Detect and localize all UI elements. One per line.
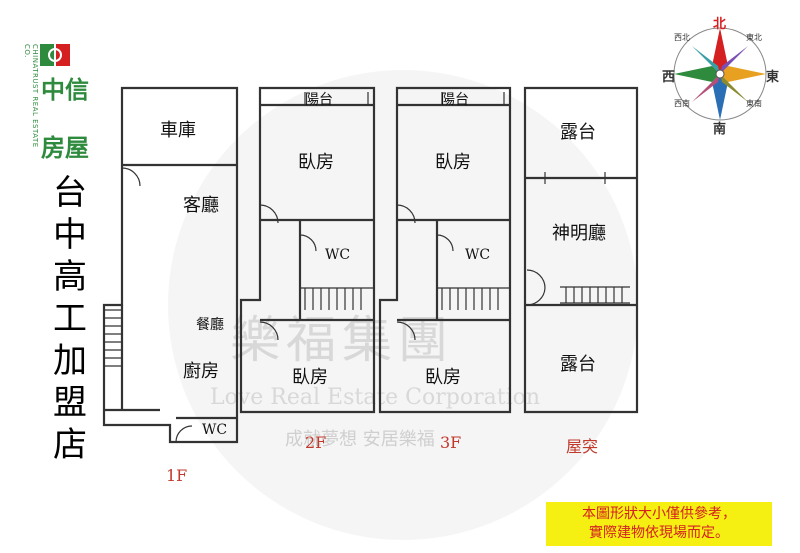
brand-name-line1: 中信 — [41, 76, 89, 104]
compass-north: 北 — [713, 17, 727, 32]
room-shrine-hall: 神明廳 — [552, 223, 606, 244]
brand-name-line2: 房屋 — [41, 134, 89, 162]
compass-west: 西 — [662, 70, 676, 85]
disclaimer-line1: 本圖形狀大小僅供參考， — [582, 506, 736, 522]
room-dining: 餐廳 — [196, 317, 224, 333]
room-living: 客廳 — [183, 195, 219, 216]
room-garage: 車庫 — [160, 120, 196, 141]
watermark-slogan: 成就夢想 安居樂福 — [285, 429, 435, 450]
floor-label-roof: 屋突 — [566, 437, 599, 456]
floor-label-3f: 3F — [440, 433, 462, 452]
room-terrace-back: 露台 — [560, 354, 596, 375]
brand-english: CHINATRUST REAL ESTATE CO. — [23, 44, 39, 148]
disclaimer-notice: 本圖形狀大小僅供參考， 實際建物依現場而定。 — [546, 502, 772, 546]
disclaimer-line2: 實際建物依現場而定。 — [589, 525, 729, 541]
room-balcony-2f: 陽台 — [305, 92, 333, 108]
room-bedroom-2f-back: 臥房 — [292, 367, 328, 388]
room-terrace-front: 露台 — [560, 122, 596, 143]
brand-logo — [40, 44, 70, 66]
compass-rose — [662, 14, 782, 134]
floor-label-1f: 1F — [166, 466, 188, 485]
room-balcony-3f: 陽台 — [441, 92, 469, 108]
room-wc-2f: WC — [325, 247, 351, 263]
room-bedroom-3f-front: 臥房 — [435, 152, 471, 173]
compass-southeast: 東南 — [746, 99, 762, 108]
store-name: 台中高工加盟店 — [53, 173, 87, 465]
room-kitchen: 廚房 — [183, 361, 219, 382]
compass-northeast: 東北 — [746, 33, 762, 42]
compass-northwest: 西北 — [674, 33, 690, 42]
room-bedroom-2f-front: 臥房 — [298, 152, 334, 173]
room-wc-3f: WC — [465, 247, 491, 263]
compass-east: 東 — [766, 70, 780, 85]
floor-label-2f: 2F — [305, 433, 327, 452]
room-bedroom-3f-back: 臥房 — [425, 367, 461, 388]
room-wc-1f: WC — [202, 422, 228, 438]
compass-south: 南 — [713, 122, 727, 137]
compass-southwest: 西南 — [674, 99, 690, 108]
